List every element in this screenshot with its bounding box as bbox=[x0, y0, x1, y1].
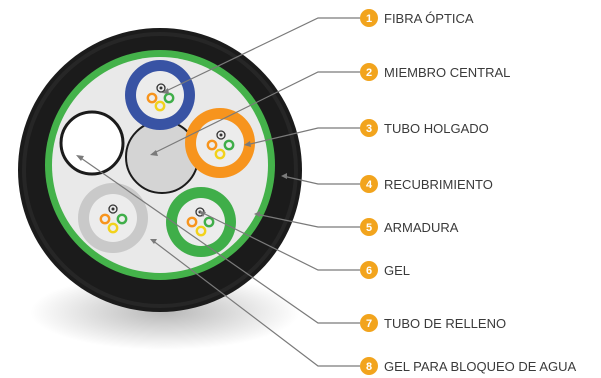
label-list: 1 FIBRA ÓPTICA 2 MIEMBRO CENTRAL 3 TUBO … bbox=[360, 9, 577, 375]
badge-number-5: 5 bbox=[366, 222, 372, 234]
arrowhead-8 bbox=[150, 239, 157, 244]
leader-line-6 bbox=[200, 211, 360, 271]
label-item-7: 7 TUBO DE RELLENO bbox=[360, 314, 506, 332]
arrowhead-4 bbox=[281, 173, 287, 179]
label-item-2: 2 MIEMBRO CENTRAL bbox=[360, 63, 510, 81]
leader-lines bbox=[77, 17, 360, 367]
arrowhead-3 bbox=[244, 141, 251, 147]
label-item-3: 3 TUBO HOLGADO bbox=[360, 119, 489, 137]
loose-tube-gray bbox=[78, 183, 148, 253]
arrowhead-2 bbox=[150, 150, 158, 156]
label-gel-bloqueo-agua: GEL PARA BLOQUEO DE AGUA bbox=[384, 359, 577, 374]
badge-3 bbox=[360, 119, 378, 137]
badge-7 bbox=[360, 314, 378, 332]
arrowhead-1 bbox=[162, 88, 169, 94]
leader-line-3 bbox=[245, 127, 360, 146]
label-item-4: 4 RECUBRIMIENTO bbox=[360, 175, 493, 193]
badge-4 bbox=[360, 175, 378, 193]
label-item-8: 8 GEL PARA BLOQUEO DE AGUA bbox=[360, 357, 577, 375]
badge-8 bbox=[360, 357, 378, 375]
leader-line-2 bbox=[151, 71, 360, 155]
badge-1 bbox=[360, 9, 378, 27]
leader-line-4 bbox=[282, 175, 360, 185]
badge-number-3: 3 bbox=[366, 123, 372, 135]
label-item-1: 1 FIBRA ÓPTICA bbox=[360, 9, 474, 27]
label-tubo-de-relleno: TUBO DE RELLENO bbox=[384, 316, 506, 331]
loose-tube-blue bbox=[125, 60, 195, 130]
badge-6 bbox=[360, 261, 378, 279]
leader-line-1 bbox=[163, 17, 360, 93]
leader-line-7 bbox=[77, 155, 360, 324]
label-fibra-optica: FIBRA ÓPTICA bbox=[384, 11, 474, 26]
badge-number-7: 7 bbox=[366, 318, 372, 330]
label-item-5: 5 ARMADURA bbox=[360, 218, 459, 236]
badge-number-6: 6 bbox=[366, 265, 372, 277]
badge-2 bbox=[360, 63, 378, 81]
label-recubrimiento: RECUBRIMIENTO bbox=[384, 177, 493, 192]
loose-tube-orange bbox=[185, 108, 255, 178]
label-item-6: 6 GEL bbox=[360, 261, 410, 279]
badge-number-2: 2 bbox=[366, 67, 372, 79]
label-miembro-central: MIEMBRO CENTRAL bbox=[384, 65, 510, 80]
label-armadura: ARMADURA bbox=[384, 220, 459, 235]
arrowhead-5 bbox=[254, 211, 260, 217]
label-gel: GEL bbox=[384, 263, 410, 278]
leader-line-5 bbox=[255, 213, 360, 228]
badge-number-1: 1 bbox=[366, 13, 372, 25]
filler-tube bbox=[59, 110, 125, 176]
label-tubo-holgado: TUBO HOLGADO bbox=[384, 121, 489, 136]
arrowhead-7 bbox=[76, 155, 84, 161]
leader-arrowheads bbox=[76, 88, 287, 244]
loose-tube-green bbox=[166, 187, 236, 257]
outer-jacket-ring bbox=[22, 32, 298, 308]
leader-line-8 bbox=[151, 239, 360, 367]
arrowhead-6 bbox=[199, 211, 206, 217]
badge-number-8: 8 bbox=[366, 361, 372, 373]
badge-5 bbox=[360, 218, 378, 236]
badge-number-4: 4 bbox=[366, 179, 373, 191]
